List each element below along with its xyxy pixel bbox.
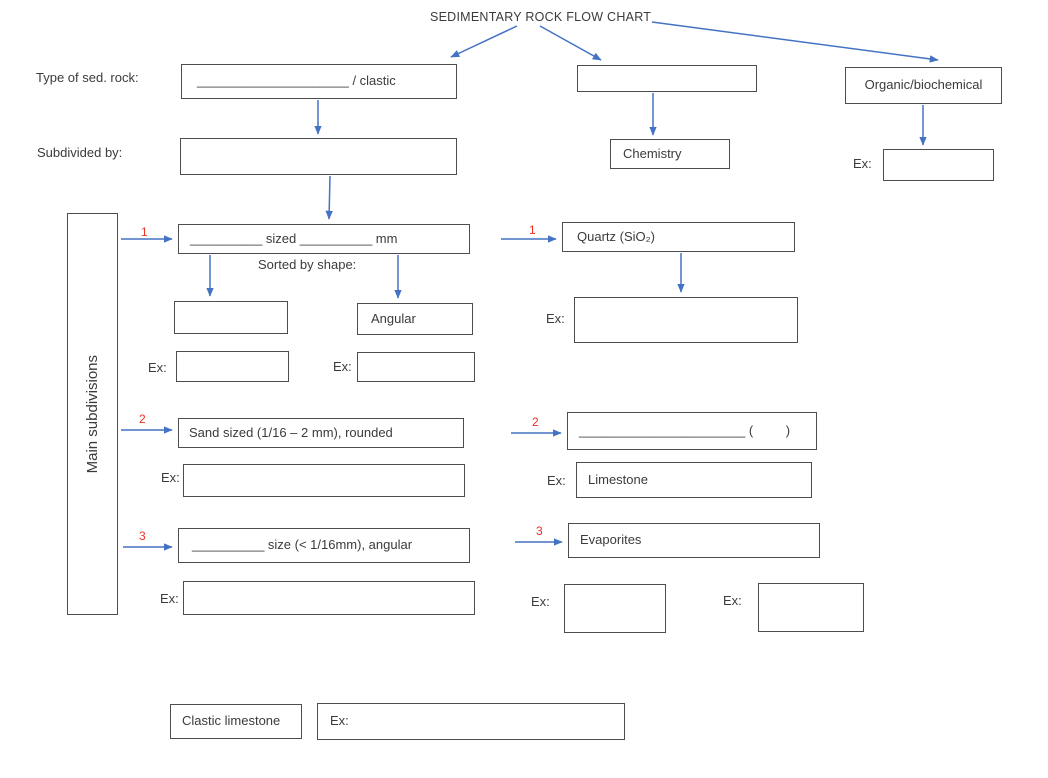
chem-item1-number: 1 <box>529 223 536 237</box>
type-chemical-box[interactable] <box>577 65 757 92</box>
chem-item2-number: 2 <box>532 415 539 429</box>
arrow-title-to-chemical <box>539 25 602 61</box>
item3-ex-box[interactable] <box>183 581 475 615</box>
chemistry-box: Chemistry <box>610 139 730 169</box>
sorted-by-shape-label: Sorted by shape: <box>258 257 357 272</box>
item1-ex-right-label: Ex: <box>333 359 352 374</box>
item3-left-number: 3 <box>139 529 146 543</box>
item1-ex-right-box[interactable] <box>357 352 475 382</box>
shape-left-box[interactable] <box>174 301 288 334</box>
organic-ex-box[interactable] <box>883 149 994 181</box>
clastic-limestone-box: Clastic limestone <box>170 704 302 739</box>
quartz-box: Quartz (SiO₂) <box>562 222 795 252</box>
arrow-title-to-organic <box>651 21 939 63</box>
item2-left-box: Sand sized (1/16 – 2 mm), rounded <box>178 418 464 448</box>
main-subdivisions-label: Main subdivisions <box>84 354 101 474</box>
type-row-label: Type of sed. rock: <box>36 70 139 85</box>
item1-ex-left-box[interactable] <box>176 351 289 382</box>
item3-left-box[interactable]: __________ size (< 1/16mm), angular <box>178 528 470 563</box>
subdivided-clastic-box[interactable] <box>180 138 457 175</box>
arrow-title-to-clastic <box>450 25 518 58</box>
chem-item3-ex-right-box[interactable] <box>758 583 864 632</box>
arrow-subdivided-to-item1 <box>325 175 333 220</box>
chem-item3-number: 3 <box>536 524 543 538</box>
chem-item3-ex-left-box[interactable] <box>564 584 666 633</box>
organic-ex-label: Ex: <box>853 156 872 171</box>
item1-left-box[interactable]: __________ sized __________ mm <box>178 224 470 254</box>
page-title: SEDIMENTARY ROCK FLOW CHART <box>430 10 652 24</box>
item2-ex-box[interactable] <box>183 464 465 497</box>
item3-ex-label: Ex: <box>160 591 179 606</box>
chem-item2-ex-label: Ex: <box>547 473 566 488</box>
chem-item3-ex-left-label: Ex: <box>531 594 550 609</box>
bottom-ex-box[interactable]: Ex: <box>317 703 625 740</box>
item1-ex-left-label: Ex: <box>148 360 167 375</box>
type-organic-box: Organic/biochemical <box>845 67 1002 104</box>
limestone-ex-box: Limestone <box>576 462 812 498</box>
bottom-ex-label: Ex: <box>330 713 349 729</box>
quartz-ex-label: Ex: <box>546 311 565 326</box>
item2-left-number: 2 <box>139 412 146 426</box>
item1-left-number: 1 <box>141 225 148 239</box>
chem-item2-box[interactable]: _______________________ ( ) <box>567 412 817 450</box>
subdivided-row-label: Subdivided by: <box>37 145 123 160</box>
main-subdivisions-box: Main subdivisions <box>67 213 118 615</box>
shape-right-box: Angular <box>357 303 473 335</box>
evaporites-box: Evaporites <box>568 523 820 558</box>
item2-ex-label: Ex: <box>161 470 180 485</box>
type-clastic-box[interactable]: _____________________ / clastic <box>181 64 457 99</box>
quartz-ex-box[interactable] <box>574 297 798 343</box>
chem-item3-ex-right-label: Ex: <box>723 593 742 608</box>
